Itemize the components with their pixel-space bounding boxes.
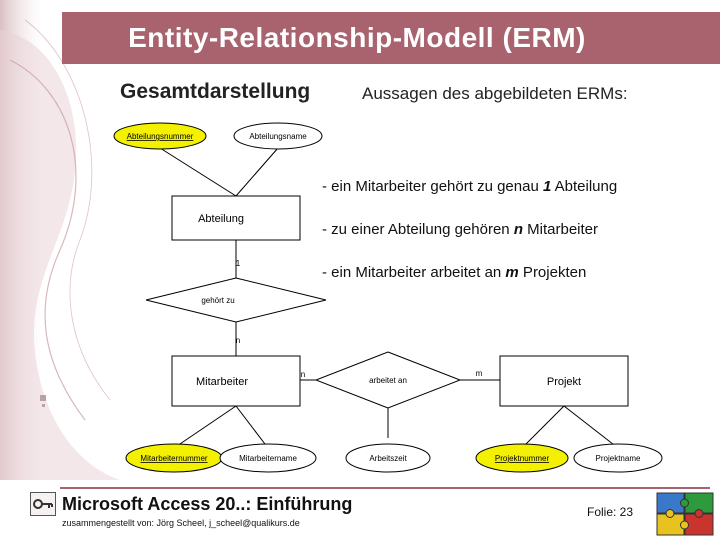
entity-box-abteilung <box>171 195 301 241</box>
statement-3: - ein Mitarbeiter arbeitet an m Projekte… <box>322 264 587 281</box>
key-icon <box>30 492 56 516</box>
relationship-arbeitet-an: arbeitet an <box>369 376 407 385</box>
slide-title: Entity-Relationship-Modell (ERM) <box>128 22 586 53</box>
cardinality-mitarbeiter-arbeitet: n <box>301 370 305 379</box>
relationship-shape-arbeitet-an <box>314 351 462 409</box>
title-bar <box>62 12 720 64</box>
statement-1: - ein Mitarbeiter gehört zu genau 1 Abte… <box>322 178 618 195</box>
attribute-shape-arbeitszeit <box>345 443 431 473</box>
attribute-shape-mitarbeitername <box>219 443 317 473</box>
attribute-arbeitszeit: Arbeitszeit <box>369 454 407 463</box>
entity-box-mitarbeiter <box>171 355 301 407</box>
attribute-projektname: Projektname <box>596 454 641 463</box>
attribute-abteilungsname: Abteilungsname <box>249 132 307 141</box>
entity-box-projekt <box>499 355 629 407</box>
attribute-shape-abteilungsnummer <box>113 122 207 150</box>
attribute-shape-projektname <box>573 443 663 473</box>
relationship-gehoert-zu: gehört zu <box>201 296 234 305</box>
attribute-projektnummer: Projektnummer <box>495 454 550 463</box>
footer-divider <box>60 487 710 489</box>
entity-mitarbeiter: Mitarbeiter <box>196 376 248 388</box>
attribute-shape-projektnummer <box>475 443 569 473</box>
attribute-abteilungsnummer: Abteilungsnummer <box>127 132 194 141</box>
entity-projekt: Projekt <box>547 376 581 388</box>
puzzle-icon <box>656 492 714 536</box>
course-title: Microsoft Access 20..: Einführung <box>62 494 353 514</box>
attribute-mitarbeitername: Mitarbeitername <box>239 454 297 463</box>
author-line: zusammengestellt von: Jörg Scheel, j_sch… <box>62 518 300 528</box>
slide-subtitle: Gesamtdarstellung <box>120 80 311 103</box>
cardinality-abteilung: 1 <box>236 259 241 268</box>
attribute-shape-abteilungsname <box>233 122 323 150</box>
cardinality-gehoert-mitarbeiter: n <box>236 336 240 345</box>
decorative-background <box>0 0 120 480</box>
attribute-mitarbeiternummer: Mitarbeiternummer <box>140 454 207 463</box>
entity-abteilung: Abteilung <box>198 213 244 225</box>
page-number: Folie: 23 <box>587 505 634 519</box>
statement-2: - zu einer Abteilung gehören n Mitarbeit… <box>322 221 599 238</box>
cardinality-arbeitet-projekt: m <box>476 369 483 378</box>
relationship-shape-gehoert-zu <box>145 277 327 323</box>
footer <box>0 484 728 546</box>
statements-title: Aussagen des abgebildeten ERMs: <box>362 84 628 103</box>
